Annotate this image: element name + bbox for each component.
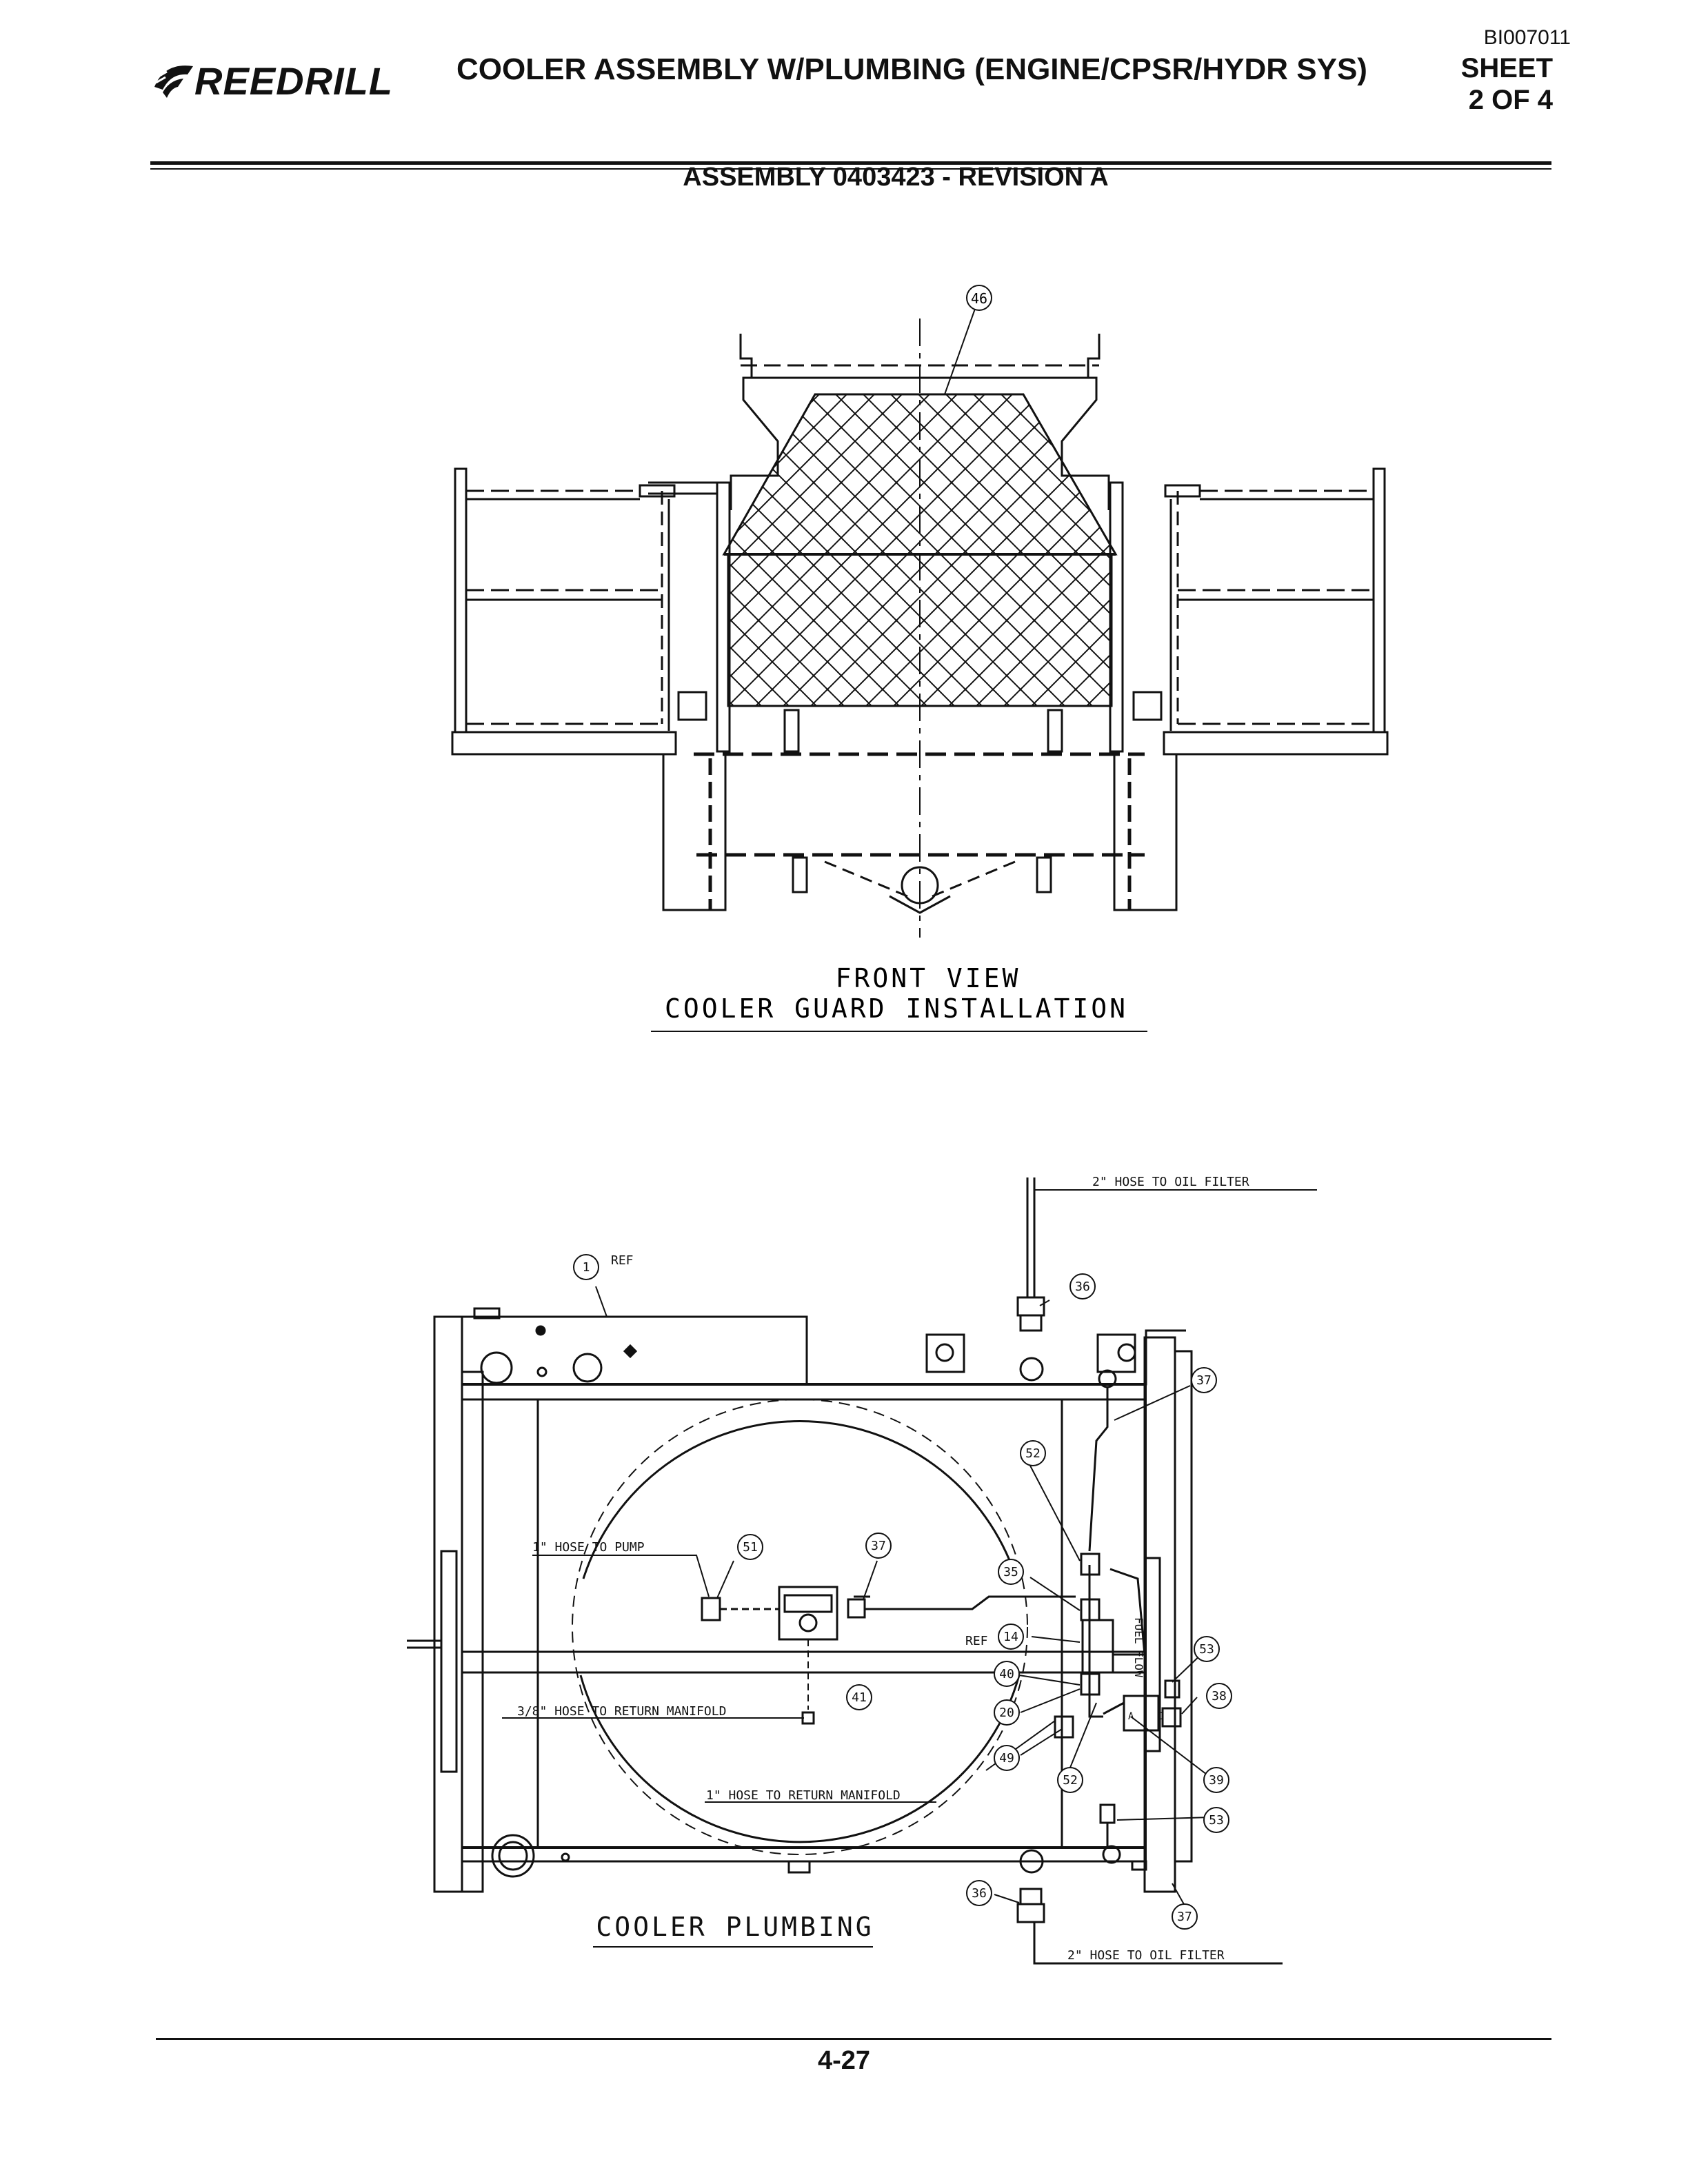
balloon-37-bottom: 37 (1177, 1910, 1192, 1924)
callout-hose-oil-filter-bottom: 2" HOSE TO OIL FILTER (1067, 1948, 1225, 1963)
balloon-51: 51 (743, 1540, 758, 1555)
callout-hose-return-1: 1" HOSE TO RETURN MANIFOLD (706, 1788, 901, 1803)
callout-ref-14: REF (965, 1634, 988, 1648)
footer-rule (156, 2038, 1551, 2040)
port-label-c: C (1157, 1711, 1163, 1722)
sheet-value: 2 OF 4 (1468, 85, 1553, 115)
callout-hose-oil-filter-top: 2" HOSE TO OIL FILTER (1092, 1175, 1249, 1189)
guard-lower-mesh (727, 553, 1113, 707)
callout-hose-pump: 1" HOSE TO PUMP (532, 1540, 645, 1555)
port-label-a: A (1128, 1711, 1134, 1722)
sheet-label: SHEET (1460, 53, 1553, 83)
balloon-40: 40 (999, 1667, 1014, 1681)
balloon-52-bottom: 52 (1063, 1773, 1078, 1788)
balloon-49: 49 (999, 1751, 1014, 1766)
page-number: 4-27 (817, 2046, 871, 2075)
balloon-39: 39 (1209, 1773, 1224, 1788)
callout-hose-return-38: 3/8" HOSE TO RETURN MANIFOLD (517, 1704, 726, 1719)
balloon-14: 14 (1003, 1630, 1018, 1644)
balloon-1: 1 (583, 1260, 590, 1275)
balloon-20: 20 (999, 1706, 1014, 1720)
drill-bit-icon (154, 65, 193, 98)
balloon-36-bottom: 36 (972, 1886, 987, 1901)
guard-upper-mesh (722, 393, 1118, 556)
balloon-35: 35 (1003, 1565, 1018, 1579)
valve-fuel-flow-label: FUEL FLOW (1132, 1617, 1145, 1677)
cooler-plumbing-drawing (407, 1177, 1317, 1965)
sheet-number: SHEET 2 OF 4 (1461, 52, 1553, 116)
front-view-subcaption: COOLER GUARD INSTALLATION (665, 993, 1128, 1024)
balloon-38: 38 (1212, 1689, 1227, 1703)
callout-ref-top: REF (611, 1253, 634, 1268)
balloon-36-top: 36 (1075, 1280, 1090, 1294)
brand-name: REEDRILL (194, 59, 393, 103)
document-id: BI007011 (1483, 26, 1571, 49)
assembly-revision: ASSEMBLY 0403423 - REVISION A (683, 163, 1109, 192)
plumbing-balloons (573, 1254, 1232, 1930)
balloon-53-upper: 53 (1199, 1642, 1214, 1657)
front-view-caption: FRONT VIEW (836, 963, 1021, 993)
balloon-41: 41 (852, 1690, 867, 1705)
balloon-37-mid: 37 (871, 1539, 886, 1553)
balloon-53-lower: 53 (1209, 1813, 1224, 1828)
header-rule-thin (150, 168, 1551, 170)
header-rule (150, 161, 1551, 165)
plumbing-caption: COOLER PLUMBING (596, 1912, 874, 1942)
balloon-37-top: 37 (1196, 1373, 1212, 1388)
balloon-46: 46 (971, 290, 987, 307)
balloon-52-top: 52 (1025, 1446, 1041, 1461)
front-view-drawing (451, 285, 1389, 938)
page-title: COOLER ASSEMBLY W/PLUMBING (ENGINE/CPSR/… (456, 52, 1367, 86)
brand-logo: REEDRILL (150, 57, 393, 105)
